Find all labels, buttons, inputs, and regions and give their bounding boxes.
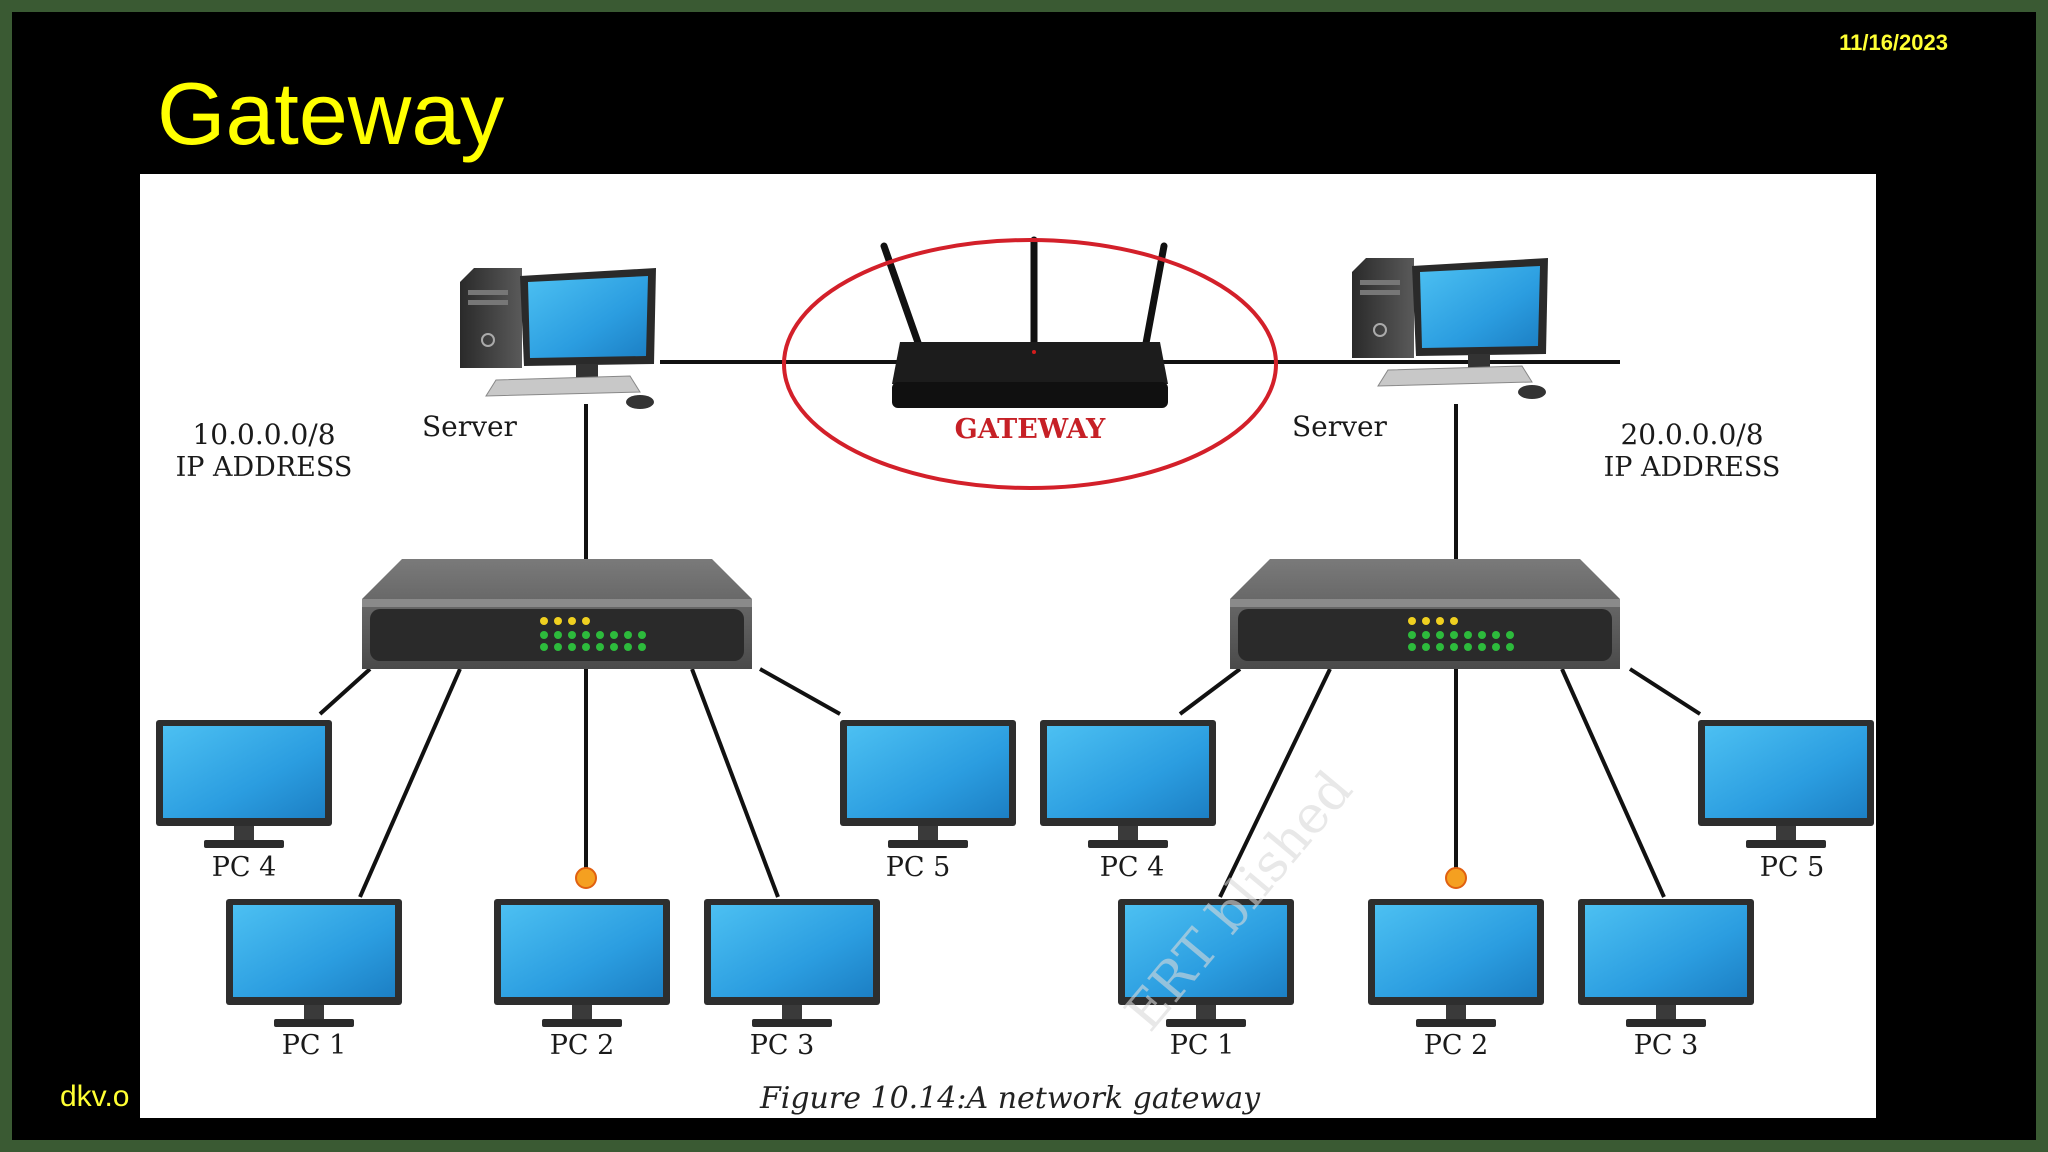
left-server-icon bbox=[459, 267, 657, 410]
left-ip-range: 10.0.0.0/8 bbox=[192, 418, 335, 451]
network-gateway-figure: GATEWAY Server Server 10.0.0.0/8 IP ADDR… bbox=[140, 174, 1876, 1118]
network-diagram: GATEWAY Server Server 10.0.0.0/8 IP ADDR… bbox=[156, 236, 1874, 1116]
slide-date: 11/16/2023 bbox=[1839, 30, 1948, 55]
right-pc2-monitor-icon bbox=[1368, 899, 1544, 1027]
left-pc5-monitor-icon bbox=[840, 720, 1016, 848]
right-pc3-label: PC 3 bbox=[1634, 1030, 1699, 1061]
left-pc1-monitor-icon bbox=[226, 899, 402, 1027]
left-pc3-monitor-icon bbox=[704, 899, 880, 1027]
right-switch-icon bbox=[1230, 559, 1620, 669]
left-pc1-label: PC 1 bbox=[282, 1030, 347, 1061]
slide: 11/16/2023 Gateway bbox=[12, 12, 2036, 1140]
right-pc4-monitor-icon bbox=[1040, 720, 1216, 848]
slide-footer-text: dkv.o bbox=[60, 1080, 130, 1113]
gateway-label: GATEWAY bbox=[955, 414, 1106, 445]
router-icon bbox=[880, 236, 1168, 408]
right-ip-label: IP ADDRESS bbox=[1604, 452, 1781, 483]
figure-caption: Figure 10.14:A network gateway bbox=[759, 1081, 1261, 1116]
left-pc4-monitor-icon bbox=[156, 720, 332, 848]
right-server-icon bbox=[1351, 257, 1549, 400]
left-pc2-monitor-icon bbox=[494, 899, 670, 1027]
right-pc1-label: PC 1 bbox=[1170, 1030, 1235, 1061]
gateway-highlight-circle bbox=[782, 238, 1278, 490]
right-pc2-label: PC 2 bbox=[1424, 1030, 1489, 1061]
right-pc2-connector-dot bbox=[1445, 867, 1467, 889]
left-pc5-label: PC 5 bbox=[886, 852, 951, 883]
right-pc3-monitor-icon bbox=[1578, 899, 1754, 1027]
left-pc4-label: PC 4 bbox=[212, 852, 277, 883]
left-pc2-label: PC 2 bbox=[550, 1030, 615, 1061]
left-ip-label: IP ADDRESS bbox=[176, 452, 353, 483]
right-pc5-label: PC 5 bbox=[1760, 852, 1825, 883]
right-pc5-monitor-icon bbox=[1698, 720, 1874, 848]
left-pc2-connector-dot bbox=[575, 867, 597, 889]
left-switch-icon bbox=[362, 559, 752, 669]
left-pc3-label: PC 3 bbox=[750, 1030, 815, 1061]
right-ip-range: 20.0.0.0/8 bbox=[1620, 418, 1763, 451]
right-server-label: Server bbox=[1292, 410, 1388, 443]
left-server-label: Server bbox=[422, 410, 518, 443]
right-pc4-label: PC 4 bbox=[1100, 852, 1165, 883]
slide-title: Gateway bbox=[157, 64, 505, 163]
